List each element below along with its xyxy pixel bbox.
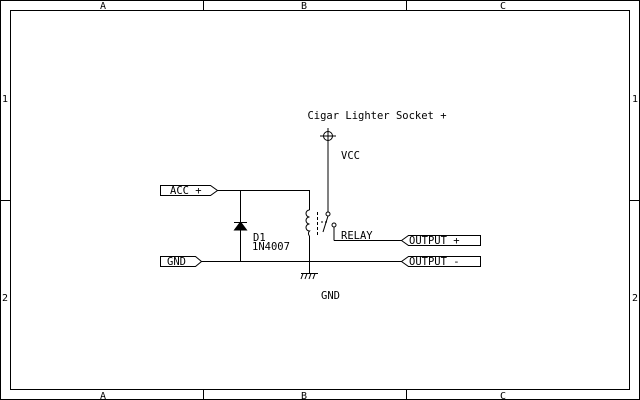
port-gnd-label: GND (167, 256, 186, 268)
port-output-plus: OUTPUT + (400, 235, 481, 247)
diode-value-label: 1N4007 (252, 241, 290, 253)
vcc-connector-symbol (320, 128, 336, 212)
zone-col-c-top: C (500, 1, 506, 12)
zone-row-1-left: 1 (2, 94, 8, 105)
port-output-plus-label: OUTPUT + (409, 235, 460, 247)
sheet-inner-border (10, 10, 630, 390)
vcc-label: VCC (341, 150, 360, 162)
zone-row-1-right: 1 (632, 94, 638, 105)
port-acc-plus-label: ACC + (170, 185, 202, 197)
relay-switch-symbol (321, 211, 340, 241)
supply-title: Cigar Lighter Socket + (307, 110, 446, 122)
gnd-symbol-label: GND (321, 290, 340, 302)
zone-row-2-left: 2 (2, 293, 8, 304)
zone-col-c-bottom: C (500, 391, 506, 400)
relay-label: RELAY (341, 230, 373, 242)
port-output-minus-label: OUTPUT - (409, 256, 460, 268)
wires (201, 190, 402, 273)
zone-col-b-top: B (301, 1, 307, 12)
port-output-minus: OUTPUT - (400, 256, 481, 268)
ground-symbol (300, 273, 318, 280)
zone-row-2-right: 2 (632, 293, 638, 304)
port-gnd: GND (160, 256, 203, 268)
zone-col-a-bottom: A (100, 391, 106, 400)
relay-coil-symbol (305, 209, 318, 237)
zone-col-a-top: A (100, 1, 106, 12)
diode-d1-symbol (233, 221, 248, 231)
port-acc-plus: ACC + (160, 185, 219, 197)
diode-ref-label: D1 (253, 232, 266, 244)
zone-col-b-bottom: B (301, 391, 307, 400)
